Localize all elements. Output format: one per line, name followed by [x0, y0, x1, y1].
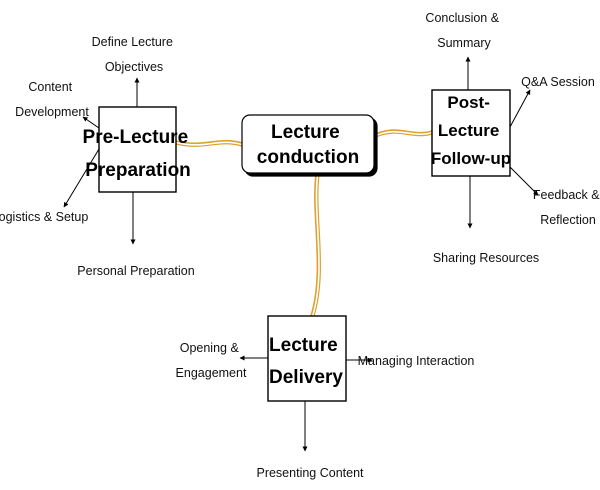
leaf-opening: Opening & Engagement	[176, 341, 247, 380]
arrows	[63, 56, 539, 452]
connector-center-delivery	[310, 174, 319, 317]
post-lecture-title: Post- Lecture Follow-up	[431, 93, 511, 168]
arrow-to-qa	[509, 89, 531, 128]
arrow-to-logistics	[63, 148, 100, 208]
center-box	[241, 114, 375, 174]
pre-lecture-box	[98, 106, 177, 193]
center-title: Lecture conduction	[257, 122, 359, 168]
arrow-to-feedback	[509, 166, 539, 196]
leaf-qa: Q&A Session	[521, 75, 595, 89]
leaf-interaction: Managing Interaction	[358, 354, 475, 368]
leaf-presenting: Presenting Content	[256, 466, 364, 480]
leaf-objectives: Define Lecture Objectives	[92, 35, 177, 74]
leaf-logistics: Logistics & Setup	[0, 210, 88, 224]
delivery-title: Lecture Delivery	[269, 335, 343, 388]
connector-center-post	[375, 129, 433, 135]
connector-pre-center	[175, 139, 243, 145]
leaf-content: Content Development	[15, 80, 89, 119]
connectors	[175, 129, 433, 317]
delivery-box	[267, 315, 347, 402]
leaf-personal: Personal Preparation	[77, 264, 194, 278]
leaf-feedback: Feedback & Reflection	[533, 188, 600, 227]
leaf-sharing: Sharing Resources	[433, 251, 539, 265]
boxes	[98, 89, 511, 402]
leaf-conclusion: Conclusion & Summary	[425, 11, 502, 50]
pre-lecture-title: Pre-Lecture Preparation	[83, 127, 194, 181]
connector-center-delivery-inner	[313, 174, 322, 317]
connector-center-post-inner	[375, 132, 433, 138]
arrow-to-content	[82, 116, 100, 129]
post-lecture-box	[431, 89, 511, 177]
connector-pre-center-inner	[175, 143, 243, 147]
